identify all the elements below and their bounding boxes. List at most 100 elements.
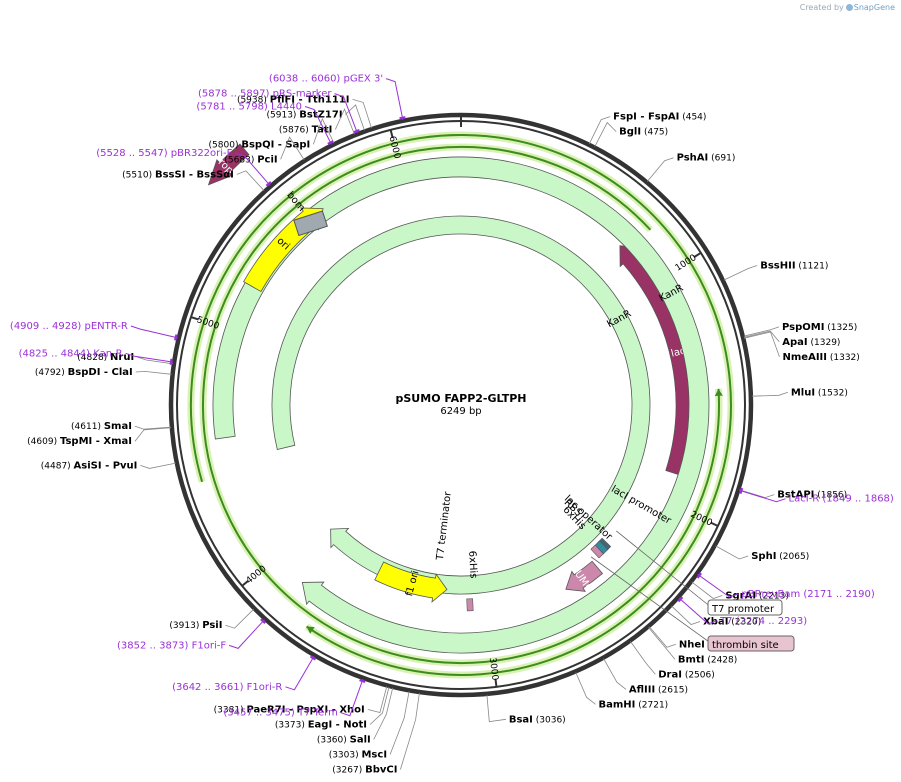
site-bbvci[interactable]: (3267) BbvCI [332, 692, 420, 775]
label-text: (4825 .. 4844) Kan-R [19, 348, 123, 359]
label-coord: (3373) [275, 720, 308, 730]
site-smai[interactable]: (4611) SmaI [71, 421, 171, 432]
label-name: TspMI - XmaI [60, 436, 132, 447]
site-bgli[interactable]: BglI (475) [594, 121, 668, 147]
label-text: (5876) TatI [279, 124, 333, 135]
site-drai[interactable]: DraI (2506) [630, 641, 715, 681]
label-text: (4609) TspMI - XmaI [27, 436, 132, 447]
label-leader [691, 581, 723, 599]
feature-bom[interactable] [293, 210, 328, 237]
label-name: BstZ17I [299, 109, 342, 120]
primer-f1ori-f[interactable]: (3852 .. 3873) F1ori-F [117, 618, 267, 651]
label-name: SgrAI [725, 591, 756, 602]
site-paer7i[interactable]: (3381) PaeR7I - PspXI - XhoI [214, 686, 388, 715]
primer-prs-marker[interactable]: (5878 .. 5897) pRS-marker [198, 89, 360, 134]
site-bamhi[interactable]: BamHI (2721) [575, 672, 668, 710]
label-text: (3360) SalI [317, 734, 371, 745]
label-leader [743, 326, 780, 337]
site-tati[interactable]: (5876) TatI [279, 108, 355, 135]
site-sgrai[interactable]: SgrAI (2213) [691, 581, 789, 602]
label-text: (4828) NruI [77, 352, 134, 363]
site-bspdi[interactable]: (4792) BspDI - ClaI [35, 367, 172, 378]
boxed-label-t7-promoter[interactable] [707, 599, 783, 616]
site-eagi[interactable]: (3373) EagI - NotI [275, 686, 390, 730]
label-name: PciI [257, 154, 277, 165]
label-name: BglI [619, 127, 641, 138]
primer-pentr-r[interactable]: (4909 .. 4928) pENTR-R [10, 321, 178, 341]
site-apai[interactable]: ApaI (1329) [743, 330, 841, 348]
feature-label-6xhis: 6xHis [466, 550, 478, 578]
primer-kan-r[interactable]: (4825 .. 4844) Kan-R [19, 348, 174, 365]
label-leader [648, 627, 676, 660]
label-text: AflIII (2615) [629, 684, 688, 695]
feature-sumo[interactable] [565, 560, 604, 592]
site-bsai[interactable]: BsaI (3036) [486, 694, 566, 726]
primer-pbr322ori-f[interactable]: (5528 .. 5547) pBR322ori-F [96, 148, 272, 187]
label-text: (3267) BbvCI [332, 764, 397, 775]
label-name: NruI [110, 352, 134, 363]
site-sphi[interactable]: SphI (2065) [715, 545, 810, 562]
primer-t7[interactable]: T7 (2274 .. 2293) [677, 596, 807, 627]
label-leader [352, 99, 372, 129]
label-coord: (1121) [796, 261, 829, 271]
site-msci[interactable]: (3303) MscI [329, 691, 410, 760]
label-text: LacI-R (1849 .. 1868) [789, 494, 894, 505]
feature-kanr[interactable] [271, 215, 651, 595]
site-fspi[interactable]: FspI - FspAI (454) [588, 112, 706, 144]
label-text: (4611) SmaI [71, 421, 132, 432]
site-afliii[interactable]: AflIII (2615) [603, 658, 688, 696]
label-text: BglI (475) [619, 127, 668, 138]
label-text: (5683) PciI [224, 154, 277, 165]
site-pspomi[interactable]: PspOMI (1325) [743, 322, 857, 337]
label-coord: (5800) [209, 140, 242, 150]
site-xbai[interactable]: XbaI (2320) [671, 605, 762, 628]
label-name: SmaI [104, 421, 132, 432]
site-nmeaiii[interactable]: NmeAIII (1332) [744, 331, 860, 363]
label-leader [134, 427, 171, 442]
site-bmti[interactable]: BmtI (2428) [648, 627, 738, 666]
boxed-label-text: thrombin site [712, 640, 779, 651]
site-pflfi[interactable]: (5938) PflFI - Tth111I [237, 94, 372, 129]
label-coord: (2721) [635, 700, 668, 710]
primer-laci-r[interactable]: LacI-R (1849 .. 1868) [739, 487, 894, 505]
boxed-label-text: T7 promoter [711, 604, 775, 615]
site-pcii[interactable]: (5683) PciI [224, 136, 305, 165]
ruler-tick [693, 252, 702, 258]
label-text: (3642 .. 3661) F1ori-R [172, 682, 282, 693]
site-nrui[interactable]: (4828) NruI [77, 352, 173, 365]
credit-brand: SnapGene [853, 3, 895, 12]
site-bsshii[interactable]: BssHII (1121) [723, 260, 829, 281]
site-sali[interactable]: (3360) SalI [317, 687, 394, 746]
primer-l4440[interactable]: (5781 .. 5798) L4440 [196, 102, 334, 146]
primer-pgex-3[interactable]: (6038 .. 6060) pGEX 3' [269, 74, 406, 120]
primer-t7-term[interactable]: (3457 .. 3475) T7 Term [223, 678, 366, 719]
label-leader [715, 545, 749, 560]
site-pshai[interactable]: PshAI (691) [646, 153, 735, 182]
primer-f1ori-r[interactable]: (3642 .. 3661) F1ori-R [172, 655, 317, 693]
label-coord: (1329) [808, 338, 841, 348]
site-tspmi[interactable]: (4609) TspMI - XmaI [27, 427, 171, 447]
mcs-feature-block[interactable] [590, 544, 604, 559]
label-leader [135, 370, 172, 375]
primer-pbrrevbam[interactable]: pBRrevBam (2171 .. 2190) [696, 572, 875, 600]
site-bstapi[interactable]: BstAPI (1856) [739, 489, 847, 501]
label-text: (5800) BspQI - SapI [209, 139, 311, 150]
site-psii[interactable]: (3913) PsiI [169, 608, 254, 631]
label-text: MluI (1532) [791, 387, 848, 398]
site-mlui[interactable]: MluI (1532) [751, 387, 848, 398]
label-leader [340, 678, 364, 717]
label-leader [630, 641, 656, 675]
boxed-label-thrombin-site[interactable] [707, 635, 795, 652]
feature-f1-ori[interactable] [374, 561, 448, 603]
label-coord: (3036) [533, 715, 566, 725]
site-bspqi[interactable]: (5800) BspQI - SapI [209, 117, 335, 151]
mcs-feature-block[interactable] [466, 598, 474, 612]
site-asisi[interactable]: (4487) AsiSI - PvuI [41, 460, 176, 471]
feature-kanr[interactable] [212, 156, 710, 654]
label-leader [588, 116, 611, 144]
orf-arc [189, 133, 732, 676]
site-bsssi[interactable]: (5510) BssSI - BssSαI [122, 169, 265, 191]
label-coord: (475) [641, 128, 668, 138]
label-leader [671, 605, 701, 625]
